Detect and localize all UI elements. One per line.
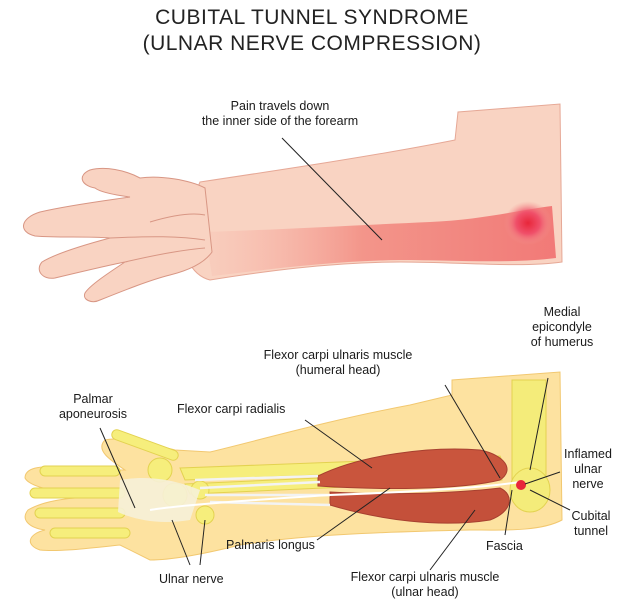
pain-callout-line1: Pain travels down	[157, 99, 403, 114]
label-fcu-humeral-l2: (humeral head)	[238, 363, 438, 378]
label-cubital-tunnel-l1: Cubital	[562, 509, 620, 524]
hand	[24, 168, 212, 301]
pain-callout-line2: the inner side of the forearm	[157, 114, 403, 129]
label-fcu-humeral: Flexor carpi ulnaris muscle (humeral hea…	[238, 348, 438, 378]
label-inflamed-l2: ulnar	[558, 462, 618, 477]
label-inflamed-ulnar-nerve: Inflamed ulnar nerve	[558, 447, 618, 492]
label-inflamed-l3: nerve	[558, 477, 618, 492]
label-palmar-aponeurosis-l2: aponeurosis	[48, 407, 138, 422]
label-palmar-aponeurosis: Palmar aponeurosis	[48, 392, 138, 422]
label-fascia: Fascia	[486, 539, 523, 554]
inflamed-nerve-spot	[516, 480, 526, 490]
label-fcu-ulnar-l2: (ulnar head)	[325, 585, 525, 600]
label-medial-epicondyle-l2: epicondyle	[517, 320, 607, 335]
label-cubital-tunnel-l2: tunnel	[562, 524, 620, 539]
label-palmaris-longus: Palmaris longus	[226, 538, 315, 553]
label-ulnar-nerve: Ulnar nerve	[159, 572, 224, 587]
pain-callout: Pain travels down the inner side of the …	[157, 99, 403, 129]
label-fcu-humeral-l1: Flexor carpi ulnaris muscle	[238, 348, 438, 363]
label-fcu-ulnar: Flexor carpi ulnaris muscle (ulnar head)	[325, 570, 525, 600]
elbow-pain-spot	[504, 201, 552, 245]
label-fcu-ulnar-l1: Flexor carpi ulnaris muscle	[325, 570, 525, 585]
label-flexor-carpi-radialis: Flexor carpi radialis	[177, 402, 285, 417]
label-medial-epicondyle: Medial epicondyle of humerus	[517, 305, 607, 350]
upper-arm-illustration	[24, 104, 562, 302]
label-palmar-aponeurosis-l1: Palmar	[48, 392, 138, 407]
label-inflamed-l1: Inflamed	[558, 447, 618, 462]
label-medial-epicondyle-l3: of humerus	[517, 335, 607, 350]
label-medial-epicondyle-l1: Medial	[517, 305, 607, 320]
label-cubital-tunnel: Cubital tunnel	[562, 509, 620, 539]
